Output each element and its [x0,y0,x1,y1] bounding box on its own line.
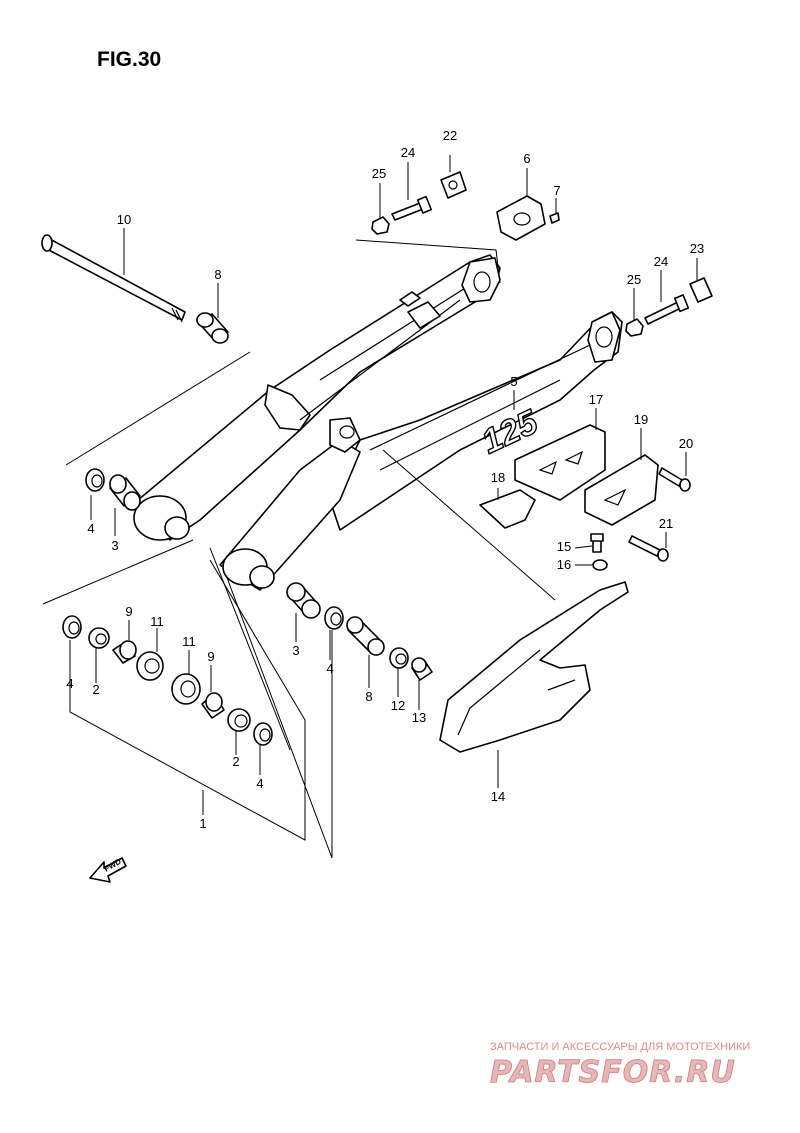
callout-20: 20 [679,436,693,451]
callout-2: 2 [232,754,239,769]
callout-24: 24 [654,254,668,269]
callout-21: 21 [659,516,673,531]
spacer-2-center [227,708,251,732]
nut-25a [371,216,390,235]
callout-13: 13 [412,710,426,725]
bolt-21 [628,535,669,562]
bolt-15 [590,533,604,553]
callout-4: 4 [87,521,94,536]
callout-11: 11 [150,614,164,629]
callout-9: 9 [207,649,214,664]
chain-guide-17 [514,424,606,501]
washer-16 [592,559,608,571]
bearing-3-right [286,582,321,619]
guard-18 [479,489,536,529]
callout-16: 16 [557,557,571,572]
swingarm: 125 [133,254,623,591]
leader-lines [42,155,698,859]
callout-22: 22 [443,128,457,143]
pivot-shaft [41,234,186,323]
screw-7 [549,212,560,224]
watermark-logo: PARTSFOR.RU [490,1055,736,1090]
chain-buffer-14 [439,581,629,753]
callout-4: 4 [256,776,263,791]
collar-13 [411,657,433,681]
callouts: 22 24 25 6 7 10 8 23 24 25 5 17 19 20 18… [66,128,704,831]
washer-12 [389,647,409,669]
nut-25b [625,318,644,337]
callout-11: 11 [182,634,196,649]
callout-17: 17 [589,392,603,407]
callout-4: 4 [66,676,73,691]
chain-adjuster-plate-6 [496,195,546,241]
seal-4-left [62,615,82,639]
adjuster-23 [689,277,713,303]
callout-2: 2 [92,682,99,697]
collar-upper [196,312,229,344]
callout-9: 9 [125,604,132,619]
callout-12: 12 [391,698,405,713]
seal-4-upper [85,468,105,492]
callout-7: 7 [553,183,560,198]
callout-3: 3 [292,643,299,658]
callout-19: 19 [634,412,648,427]
callout-15: 15 [557,539,571,554]
callout-3: 3 [111,538,118,553]
washer-11-left [136,651,164,681]
callout-5: 5 [510,374,517,389]
figure-title: FIG.30 [97,48,161,71]
callout-1: 1 [199,816,206,831]
callout-6: 6 [523,151,530,166]
chain-guide-19 [584,454,659,526]
fwd-arrow-icon: FWD [89,857,127,883]
washer-9-center [201,692,225,719]
seal-4-right [324,606,344,630]
bolt-20 [658,467,691,492]
callout-10: 10 [117,212,131,227]
callout-8: 8 [214,267,221,282]
callout-25: 25 [627,272,641,287]
seal-4-center [253,722,273,746]
watermark: ЗАПЧАСТИ И АКСЕССУАРЫ ДЛЯ МОТОТЕХНИКИ PA… [490,1041,751,1090]
spacer-2-left [88,627,110,649]
bolt-24b [644,294,690,325]
collar-8-right [346,616,385,656]
callout-14: 14 [491,789,505,804]
washer-11-center [171,673,201,705]
bolt-24a [391,195,433,221]
callout-18: 18 [491,470,505,485]
callout-4: 4 [326,661,333,676]
washer-9-left [112,640,137,664]
callout-24: 24 [401,145,415,160]
callout-8: 8 [365,689,372,704]
bearing-3-upper [109,474,141,511]
watermark-tagline: ЗАПЧАСТИ И АКСЕССУАРЫ ДЛЯ МОТОТЕХНИКИ [490,1041,750,1053]
callout-25: 25 [372,166,386,181]
callout-23: 23 [690,241,704,256]
adjuster-22 [440,171,467,199]
